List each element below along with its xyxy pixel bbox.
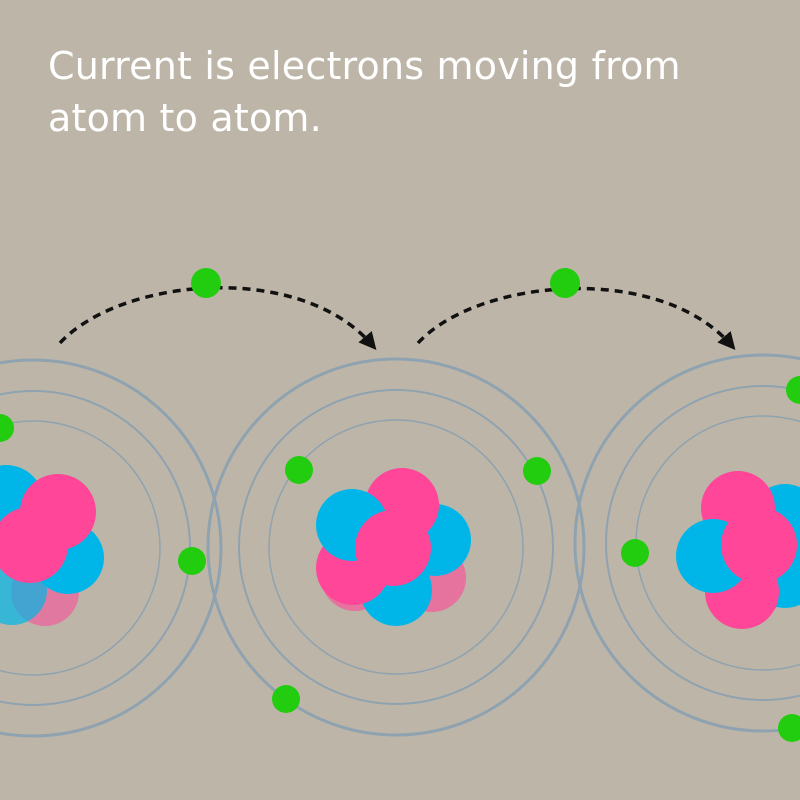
transfer-arrow-center-to-right	[416, 268, 736, 350]
atom-center	[206, 357, 586, 737]
inner-shell	[0, 420, 161, 676]
atom-right	[573, 353, 800, 742]
proton	[0, 507, 68, 583]
caption-title: Current is electrons moving from atom to…	[48, 44, 681, 140]
electron	[523, 457, 551, 485]
atom-left	[0, 358, 223, 738]
electron	[786, 376, 800, 404]
outer-shell	[206, 357, 586, 737]
electron	[178, 547, 206, 575]
transfer-arrow-left-to-center	[58, 268, 377, 350]
outer-shell	[573, 353, 800, 733]
proton	[355, 510, 431, 586]
moving-electron	[550, 268, 580, 298]
nucleus	[676, 471, 800, 629]
dashed-arrow	[416, 286, 736, 350]
middle-shell	[605, 385, 800, 701]
electron	[621, 539, 649, 567]
middle-shell	[238, 389, 554, 705]
electron	[0, 414, 14, 442]
electron	[285, 456, 313, 484]
proton	[721, 507, 797, 583]
moving-electron	[191, 268, 221, 298]
electron	[778, 714, 800, 742]
dashed-arrow	[58, 286, 377, 350]
inner-shell	[268, 419, 524, 675]
electron	[272, 685, 300, 713]
outer-shell	[0, 358, 223, 738]
nucleus	[316, 468, 471, 626]
nucleus	[0, 465, 104, 626]
